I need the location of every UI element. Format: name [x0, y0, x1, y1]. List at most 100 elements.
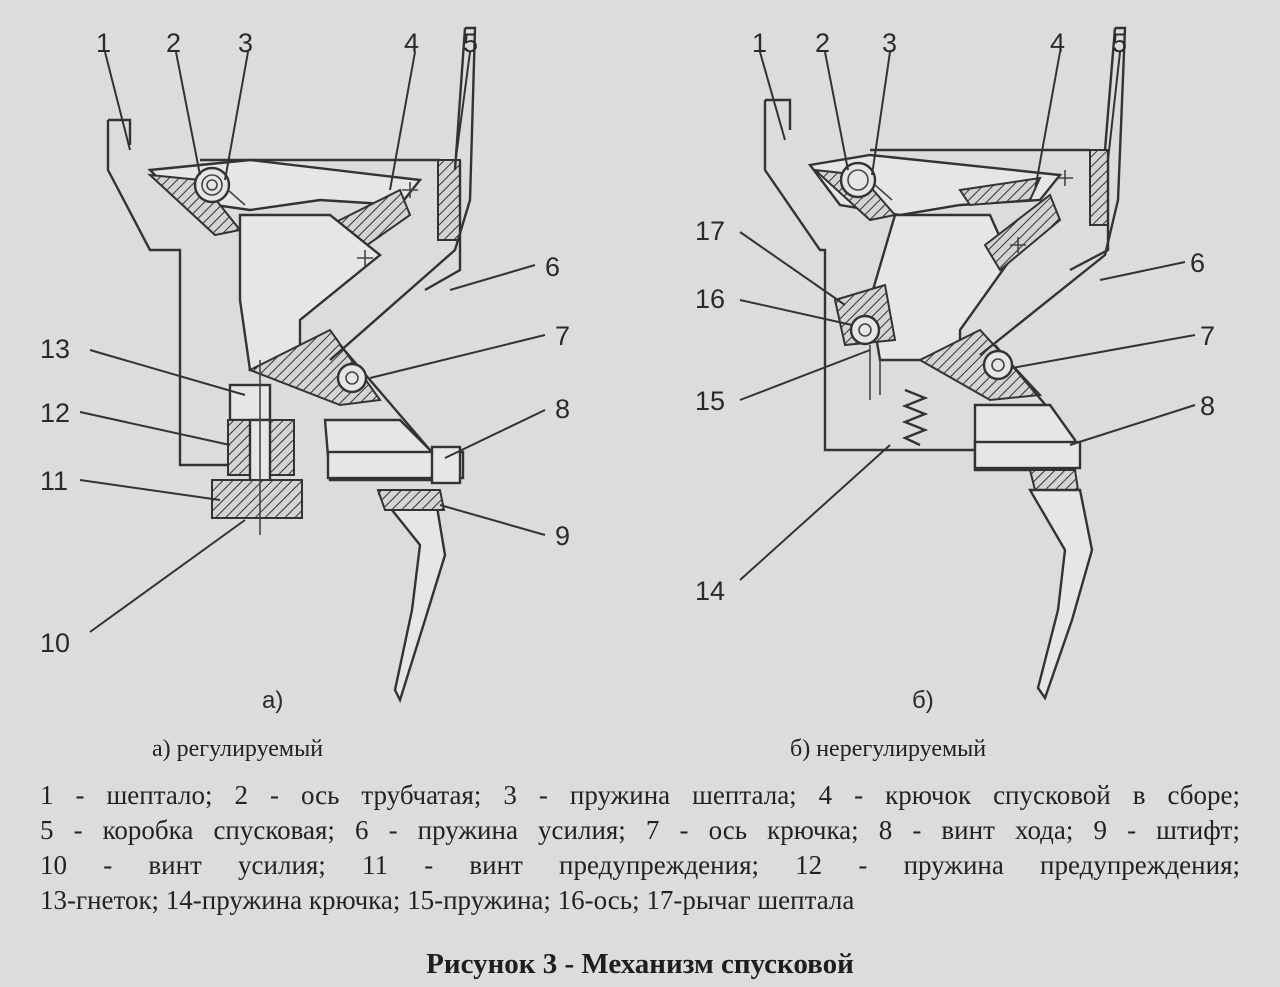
panel-a-label: а) [262, 687, 283, 714]
panel-a-leader-13 [89, 349, 246, 396]
panel-b-pin [1028, 469, 1080, 491]
panel-b-callout-15: 15 [695, 386, 725, 416]
panel-b-callout-2: 2 [815, 28, 830, 58]
panel-b-leader-4 [1034, 51, 1061, 191]
panel-b-callout-1: 1 [752, 28, 767, 58]
panel-b-housing-left [763, 100, 975, 452]
panel-a-callout-1: 1 [96, 28, 111, 58]
panel-b-spring-15 [869, 345, 881, 400]
panel-a-drawing [106, 26, 477, 704]
figure-title: Рисунок 3 - Механизм спусковой [426, 948, 854, 980]
panel-b-axis-16 [849, 314, 881, 346]
panel-b-label: б) [912, 687, 934, 714]
panel-b-drawing [763, 26, 1127, 701]
panel-b-callout-6: 6 [1190, 248, 1205, 278]
panel-a-callout-6: 6 [545, 252, 560, 282]
panel-a-leader-4 [389, 51, 416, 191]
legend-line-3: 10 - винт усилия; 11 - винт предупрежден… [40, 850, 1240, 880]
panel-a-leader-11 [79, 479, 221, 501]
panel-b-callout-8: 8 [1200, 391, 1215, 421]
panel-a-hook-axis [336, 362, 368, 394]
panel-b-leader-17 [739, 231, 846, 306]
panel-b-pin-mark-2 [1010, 237, 1026, 253]
panel-b-trigger-blade [1027, 488, 1094, 701]
panel-a-callout-8: 8 [555, 394, 570, 424]
panel-b-hook-axis-inner [991, 358, 1005, 372]
panel-a-leader-6 [449, 264, 536, 291]
panel-b-leader-7 [1011, 334, 1196, 369]
panel-b-box-wall [1089, 149, 1109, 226]
panel-b-hook-arm [983, 193, 1062, 272]
panel-b-callout-14: 14 [695, 576, 725, 606]
panel-b-hook-spring [901, 388, 929, 447]
panel-b-leader-5 [1107, 51, 1121, 161]
panel-a-callouts: 1 2 3 4 5 6 7 8 9 10 11 12 13 а) а) регу… [40, 28, 570, 762]
panel-b-leader-1 [759, 51, 786, 141]
panel-a-callout-9: 9 [555, 521, 570, 551]
panel-a-leader-10 [89, 519, 246, 633]
panel-a-button [228, 383, 272, 422]
panel-a-leader-9 [439, 504, 546, 536]
panel-a-tube-axis [193, 166, 231, 204]
legend-line-4: 13-гнеток; 14-пружина крючка; 15-пружина… [40, 885, 855, 915]
panel-b-tube-axis [839, 161, 877, 199]
panel-a-box-wall [437, 159, 461, 241]
panel-a-leader-8 [444, 409, 546, 459]
panel-a-callout-7: 7 [555, 321, 570, 351]
panel-a-leaders [79, 51, 546, 633]
panel-a-callout-10: 10 [40, 628, 70, 658]
panel-a-callout-2: 2 [166, 28, 181, 58]
panel-b-tube-axis-inner [847, 169, 869, 191]
panel-a-effort-spring-lower [339, 344, 431, 451]
panel-a-warning-screw [211, 479, 303, 519]
panel-b-caption: б) нерегулируемый [790, 736, 986, 762]
panel-a-pin-mark-2 [357, 250, 373, 266]
panel-b-callouts: 1 2 3 4 5 6 7 8 14 15 16 17 б) б) нерегу… [695, 28, 1215, 762]
panel-b-hook-lower [917, 328, 1043, 402]
legend-line-2: 5 - коробка спусковая; 6 - пружина усили… [40, 815, 1240, 845]
panel-b-pin-mark-1 [1057, 170, 1073, 186]
panel-b-leader-15 [739, 349, 871, 401]
panel-b-leader-14 [739, 444, 891, 581]
panel-b-leaders [739, 51, 1196, 581]
panel-a-leader-1 [104, 51, 131, 151]
legend-line-1: 1 - шептало; 2 - ось трубчатая; 3 - пруж… [40, 780, 1240, 810]
panel-b-leader-8 [1069, 404, 1196, 446]
panel-b-box-right [1069, 150, 1110, 272]
panel-b-callout-4: 4 [1050, 28, 1065, 58]
panel-a-leader-5 [454, 51, 471, 166]
panel-a-callout-4: 4 [404, 28, 419, 58]
panel-a-pin-mark-1 [402, 182, 418, 198]
panel-b-axis-16-inner [858, 323, 872, 337]
panel-a-leader-3 [224, 51, 249, 181]
panel-b-leader-3 [871, 51, 891, 176]
panel-a-leader-7 [369, 334, 546, 379]
panel-a-hook-axis-inner [345, 371, 359, 385]
panel-a-pin [376, 489, 446, 511]
panel-b-callout-3: 3 [882, 28, 897, 58]
panel-a-callout-12: 12 [40, 398, 70, 428]
parts-legend: 1 - шептало; 2 - ось трубчатая; 3 - пруж… [40, 778, 1240, 918]
panel-b-effort-spring [979, 26, 1127, 356]
panel-b-leader-16 [739, 299, 853, 326]
panel-b-callout-7: 7 [1200, 321, 1215, 351]
panel-b-callout-17: 17 [695, 216, 725, 246]
panel-a-tube-axis-inner [201, 174, 223, 196]
panel-a-sear-spring [206, 179, 246, 206]
panel-b-hook-axis [982, 349, 1014, 381]
panel-a-callout-3: 3 [238, 28, 253, 58]
panel-a-callout-5: 5 [463, 28, 478, 58]
panel-a-leader-2 [175, 51, 201, 176]
panel-b-hook-top-hatch [958, 176, 1042, 207]
panel-a-caption: а) регулируемый [152, 736, 323, 762]
panel-b-callout-16: 16 [695, 284, 725, 314]
panel-a-leader-12 [79, 411, 231, 446]
panel-a-sear-tip [108, 118, 132, 145]
panel-b-travel-screw [973, 440, 1082, 470]
panel-b-leader-6 [1099, 261, 1186, 281]
panel-a-callout-11: 11 [40, 466, 68, 496]
panel-b-sear-spring [874, 184, 893, 201]
panel-b-callout-5: 5 [1112, 28, 1127, 58]
